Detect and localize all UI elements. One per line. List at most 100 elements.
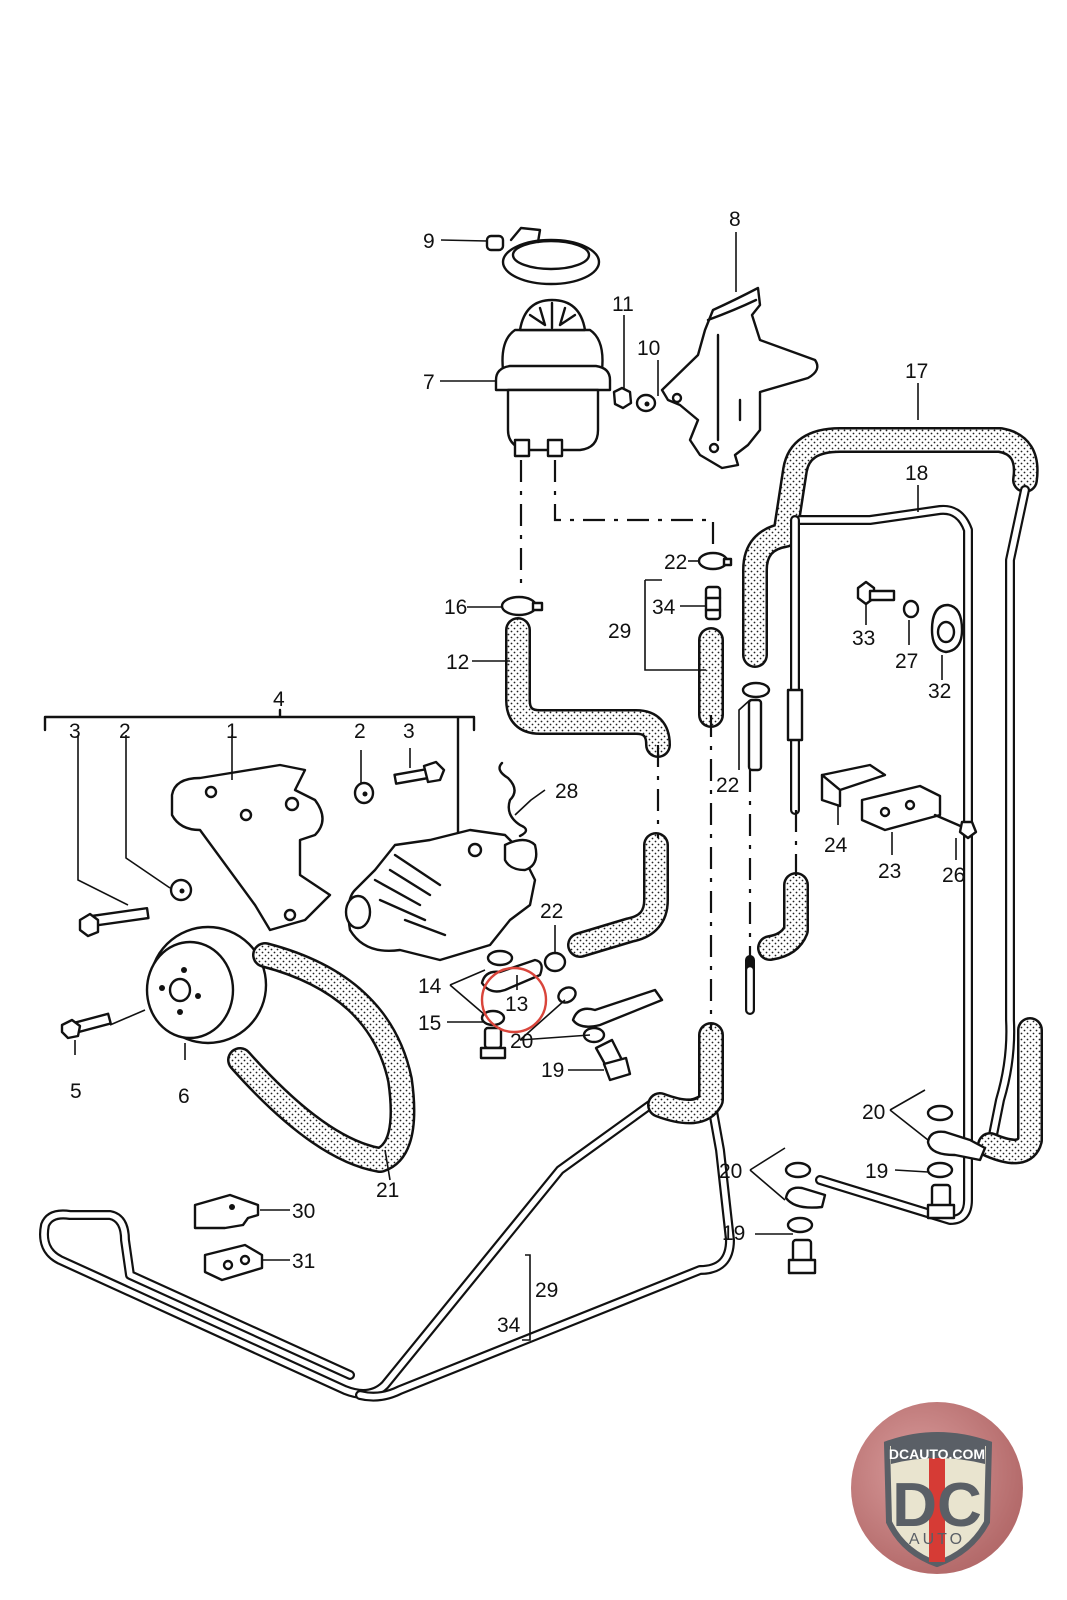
assembly-lines bbox=[519, 460, 798, 1030]
callout-26[interactable]: 26 bbox=[942, 864, 965, 887]
banjo-fitting-13 bbox=[480, 958, 543, 993]
washer-2-left bbox=[169, 878, 193, 902]
pulley bbox=[145, 925, 268, 1045]
feed-pipe-17 bbox=[742, 427, 1043, 1165]
callout-2-right[interactable]: 2 bbox=[354, 720, 366, 743]
bolt-33 bbox=[856, 580, 896, 606]
return-line-29 bbox=[39, 1022, 735, 1402]
callout-19-center[interactable]: 19 bbox=[541, 1059, 564, 1082]
logo-sub-text: AUTO bbox=[909, 1531, 965, 1548]
logo-mark: DC bbox=[892, 1471, 982, 1540]
banjo-pipe-end bbox=[571, 988, 664, 1028]
callout-20-left[interactable]: 20 bbox=[719, 1160, 742, 1183]
sealing-washer-14-top bbox=[486, 949, 514, 967]
washer-20-right-upper bbox=[926, 1104, 954, 1122]
pressure-hose bbox=[567, 832, 669, 958]
washer-20-left-upper bbox=[784, 1161, 812, 1179]
spring-clip bbox=[498, 761, 528, 838]
callout-labels: 1 2 2 3 3 4 5 6 7 8 9 10 11 12 13 14 15 … bbox=[69, 208, 965, 1337]
callout-2-left[interactable]: 2 bbox=[119, 720, 131, 743]
callout-15[interactable]: 15 bbox=[418, 1012, 441, 1035]
callout-10[interactable]: 10 bbox=[637, 337, 660, 360]
callout-16[interactable]: 16 bbox=[444, 596, 467, 619]
callout-28[interactable]: 28 bbox=[555, 780, 578, 803]
dcauto-logo: DCAUTO.COM DC AUTO bbox=[851, 1402, 1023, 1574]
banjo-bolt-19-center bbox=[594, 1038, 632, 1082]
callout-20-center[interactable]: 20 bbox=[510, 1030, 533, 1053]
callout-8[interactable]: 8 bbox=[729, 208, 741, 231]
callout-32[interactable]: 32 bbox=[928, 680, 951, 703]
washer-20-right-lower bbox=[926, 1161, 954, 1179]
callout-20-right[interactable]: 20 bbox=[862, 1101, 885, 1124]
power-steering-pump bbox=[344, 828, 538, 962]
callout-22-low[interactable]: 22 bbox=[540, 900, 563, 923]
callout-1[interactable]: 1 bbox=[226, 720, 238, 743]
pipe-clip-32 bbox=[930, 603, 964, 654]
washer bbox=[635, 393, 657, 413]
callout-23[interactable]: 23 bbox=[878, 860, 901, 883]
reservoir-bracket bbox=[660, 286, 819, 470]
callout-3-right[interactable]: 3 bbox=[403, 720, 415, 743]
banjo-bolt-19-left bbox=[787, 1238, 817, 1275]
pipe-clamp-31 bbox=[203, 1243, 264, 1282]
callout-33[interactable]: 33 bbox=[852, 627, 875, 650]
callout-7[interactable]: 7 bbox=[423, 371, 435, 394]
banjo-pipe-end-right-upper bbox=[926, 1130, 987, 1162]
hose-clamp-22-low bbox=[543, 951, 567, 973]
callout-11[interactable]: 11 bbox=[612, 293, 634, 316]
callout-4[interactable]: 4 bbox=[273, 688, 285, 711]
bolt-3-right bbox=[393, 760, 446, 785]
callout-21[interactable]: 21 bbox=[376, 1179, 399, 1202]
callout-22-mid[interactable]: 22 bbox=[716, 774, 739, 797]
pipe-clamp-30 bbox=[193, 1193, 260, 1230]
drive-belt bbox=[227, 942, 416, 1173]
washer-2-right bbox=[353, 781, 375, 805]
suction-hose bbox=[505, 617, 671, 758]
washer-20-center-top bbox=[557, 986, 577, 1004]
washer-20-left-lower bbox=[786, 1216, 814, 1234]
nut bbox=[612, 386, 633, 410]
callout-19-right[interactable]: 19 bbox=[865, 1160, 888, 1183]
pressure-pipe bbox=[745, 872, 809, 1015]
callout-24[interactable]: 24 bbox=[824, 834, 848, 857]
hose-clamp-16 bbox=[500, 595, 544, 617]
washer-27 bbox=[902, 599, 920, 619]
hose-fitting-22 bbox=[741, 681, 771, 772]
callout-22-top[interactable]: 22 bbox=[664, 551, 687, 574]
screw-26 bbox=[933, 813, 978, 840]
callout-19-left[interactable]: 19 bbox=[722, 1222, 745, 1245]
callout-29-top[interactable]: 29 bbox=[608, 620, 631, 643]
callout-31[interactable]: 31 bbox=[292, 1250, 315, 1273]
bolt-5 bbox=[60, 1012, 112, 1040]
callout-30[interactable]: 30 bbox=[292, 1200, 315, 1223]
callout-9[interactable]: 9 bbox=[423, 230, 435, 253]
logo-site-text: DCAUTO.COM bbox=[889, 1446, 985, 1462]
bolt-3-left bbox=[78, 906, 150, 938]
leader-lines bbox=[74, 232, 957, 1341]
banjo-bolt-15 bbox=[479, 1026, 507, 1060]
callout-29-bottom[interactable]: 29 bbox=[535, 1279, 558, 1302]
callout-34-bottom[interactable]: 34 bbox=[497, 1314, 521, 1337]
highlight-circle bbox=[480, 966, 548, 1034]
logo-stripe bbox=[929, 1450, 945, 1562]
callout-3-left[interactable]: 3 bbox=[69, 720, 81, 743]
banjo-bolt-19-right bbox=[926, 1183, 956, 1220]
pipe-clamp-23 bbox=[860, 784, 942, 832]
callout-13[interactable]: 13 bbox=[505, 993, 528, 1016]
callout-6[interactable]: 6 bbox=[178, 1085, 190, 1108]
pump-bracket bbox=[170, 763, 332, 932]
return-pipe-18 bbox=[786, 504, 973, 1225]
hose-union bbox=[704, 585, 722, 621]
pipe-clamp-24 bbox=[820, 763, 887, 808]
callout-27[interactable]: 27 bbox=[895, 650, 918, 673]
callout-5[interactable]: 5 bbox=[70, 1080, 82, 1103]
callout-34-top[interactable]: 34 bbox=[652, 596, 676, 619]
callout-18[interactable]: 18 bbox=[905, 462, 928, 485]
fluid-reservoir bbox=[494, 298, 612, 458]
callout-17[interactable]: 17 bbox=[905, 360, 928, 383]
callout-14[interactable]: 14 bbox=[418, 975, 442, 998]
callout-12[interactable]: 12 bbox=[446, 651, 469, 674]
banjo-pipe-end-left bbox=[784, 1186, 827, 1209]
hose-clamp-22-top bbox=[697, 551, 733, 571]
